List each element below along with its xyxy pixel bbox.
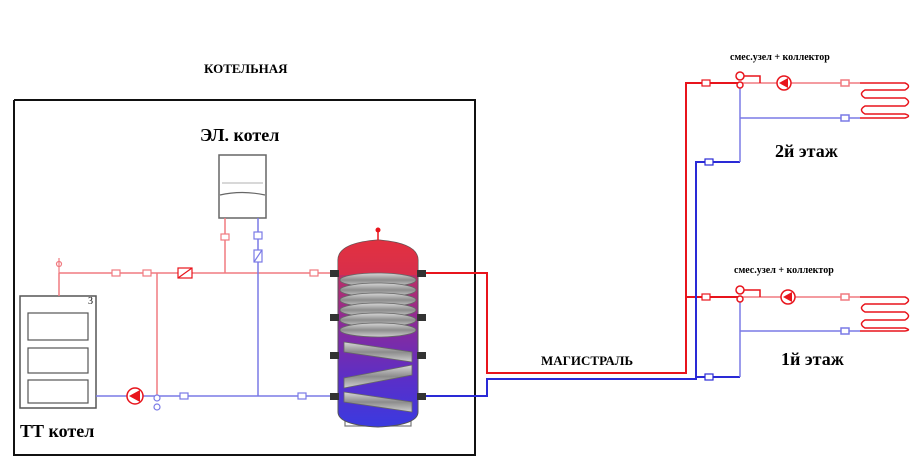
manifold-floor-2 bbox=[735, 71, 910, 162]
boiler-number-label: 3 bbox=[88, 296, 93, 307]
pump-icon bbox=[126, 387, 144, 405]
coil-icon bbox=[339, 272, 417, 413]
tank-nozzles bbox=[330, 270, 426, 400]
main-valve-icon bbox=[701, 79, 714, 381]
floor-2-label: 2й этаж bbox=[775, 141, 838, 161]
electric-boiler-label: ЭЛ. котел bbox=[200, 125, 280, 145]
main-line-label: МАГИСТРАЛЬ bbox=[541, 353, 634, 368]
boiler-room-frame bbox=[13, 99, 476, 456]
return-valve-icon bbox=[153, 231, 307, 411]
boiler-room-return-piping bbox=[96, 218, 338, 397]
mixing-unit-floor-2-label: смес.узел + коллектор bbox=[730, 52, 830, 63]
valve-icon bbox=[55, 233, 319, 277]
manifold-floor-1 bbox=[735, 285, 910, 377]
solid-fuel-boiler-label: ТТ котел bbox=[20, 421, 95, 441]
solid-fuel-boiler bbox=[19, 295, 97, 409]
main-supply-line bbox=[426, 82, 740, 374]
main-return-line bbox=[426, 161, 740, 397]
boiler-room-label: КОТЕЛЬНАЯ bbox=[204, 61, 288, 76]
electric-boiler bbox=[218, 154, 267, 219]
boiler-room-supply-piping bbox=[58, 218, 338, 396]
floor-1-label: 1й этаж bbox=[781, 349, 844, 369]
mixing-unit-floor-1-label: смес.узел + коллектор bbox=[734, 265, 834, 276]
filter-icon bbox=[177, 267, 193, 279]
